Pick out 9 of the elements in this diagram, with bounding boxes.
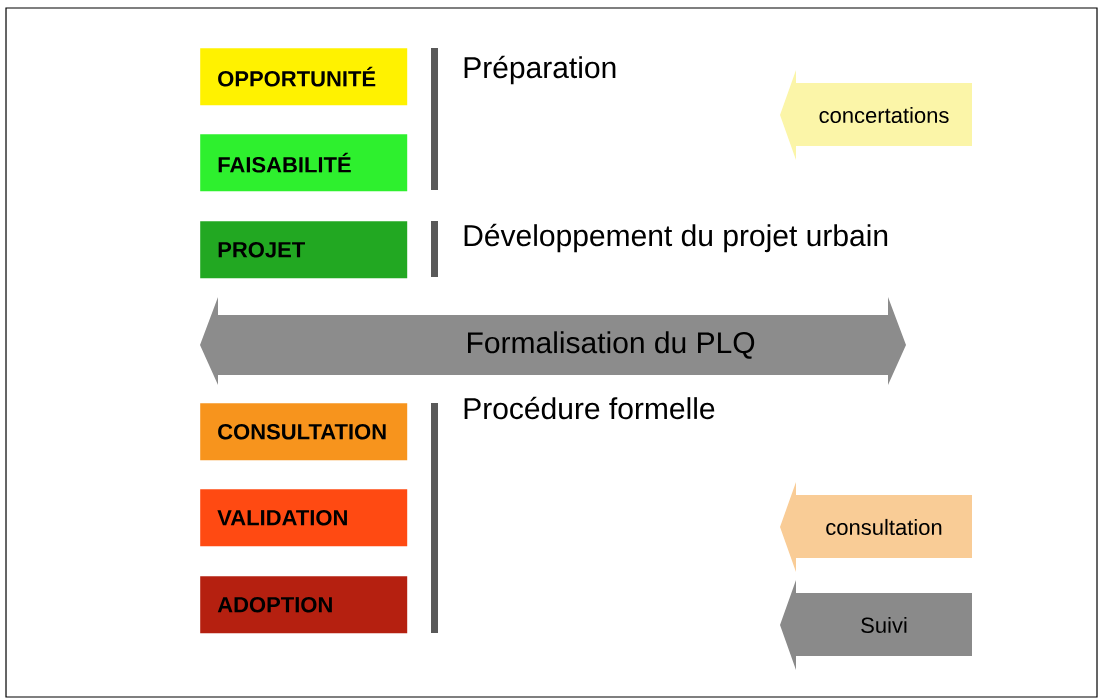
stage-box: PROJET — [200, 221, 408, 279]
stage-box: OPPORTUNITÉ — [200, 48, 408, 106]
stage-box: FAISABILITÉ — [200, 134, 408, 192]
stage-box: CONSULTATION — [200, 403, 408, 461]
stage-box: VALIDATION — [200, 489, 408, 547]
section-heading: Procédure formelle — [464, 396, 715, 420]
section-heading: Préparation — [464, 55, 616, 85]
stage-box: ADOPTION — [200, 576, 408, 634]
section-heading: Développement du projet urbain — [464, 223, 888, 253]
